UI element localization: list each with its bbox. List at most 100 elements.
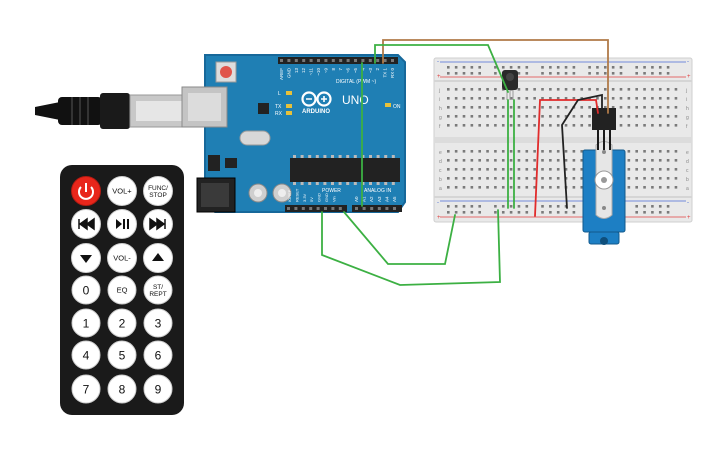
power-header[interactable] — [285, 205, 347, 212]
remote-button-9[interactable]: 9 — [143, 374, 173, 404]
remote-button-2[interactable]: 2 — [107, 308, 137, 338]
remote-button-down[interactable] — [71, 243, 101, 273]
arrow-up-icon — [152, 253, 164, 261]
analog-pin-label: A0 — [354, 196, 359, 202]
remote-button-4[interactable]: 4 — [71, 340, 101, 370]
led-rx — [286, 111, 292, 115]
power-pin-label: 3.3V — [302, 193, 307, 202]
row-letter: h — [686, 106, 689, 112]
rail-sign: - — [437, 200, 439, 206]
wire-green-ir-signal — [374, 44, 509, 93]
power-pin-label: GND — [317, 193, 322, 202]
remote-button-label: 6 — [155, 348, 162, 362]
wire-green-ir-pins — [507, 99, 515, 209]
row-letter: d — [439, 159, 442, 165]
servo-connector — [592, 108, 616, 130]
rail-sign: + — [687, 74, 691, 80]
power-header-label: POWER — [322, 188, 341, 194]
wires — [321, 39, 609, 286]
atmega-chip — [290, 158, 400, 182]
analog-pin-label: A1 — [362, 196, 367, 202]
rail-sign: - — [687, 200, 689, 206]
remote-button-label: 8 — [119, 382, 126, 396]
digital-pin-label: 2 — [375, 68, 380, 71]
remote-button-3[interactable]: 3 — [143, 308, 173, 338]
led-tx — [286, 104, 292, 108]
led-l-label: L — [278, 91, 281, 97]
remote-button-label: VOL- — [113, 254, 131, 263]
rail-sign: + — [437, 215, 441, 221]
analog-header[interactable] — [352, 205, 402, 212]
usb-cable[interactable] — [35, 93, 189, 129]
digital-header[interactable] — [278, 57, 398, 64]
remote-button-label: 1 — [83, 316, 90, 330]
remote-button-label: ST/ — [153, 284, 163, 291]
analog-pin-label: A5 — [392, 196, 397, 202]
led-on — [385, 103, 391, 107]
row-letter: f — [686, 124, 688, 130]
servo-motor[interactable] — [582, 108, 626, 245]
remote-button-st-rept[interactable]: ST/REPT — [143, 275, 173, 305]
analog-pin-label: A3 — [377, 196, 382, 202]
remote-button-prev[interactable] — [71, 209, 101, 239]
power-icon — [78, 183, 94, 200]
row-letter: b — [439, 177, 442, 183]
analog-pin-label: A2 — [369, 196, 374, 202]
remote-button-up[interactable] — [143, 243, 173, 273]
led-l — [286, 91, 292, 95]
power-pin-label: GND — [324, 193, 329, 202]
skip-back-icon — [78, 217, 95, 231]
remote-button-1[interactable]: 1 — [71, 308, 101, 338]
remote-button-label: 3 — [155, 316, 162, 330]
remote-button-label: REPT — [149, 291, 166, 298]
rail-sign: - — [687, 59, 689, 65]
remote-button-0[interactable]: 0 — [71, 275, 101, 305]
remote-button-vol-[interactable]: VOL- — [107, 243, 137, 273]
remote-button-label: 4 — [83, 348, 90, 362]
remote-button-label: 7 — [83, 382, 90, 396]
remote-button-8[interactable]: 8 — [107, 374, 137, 404]
remote-button-6[interactable]: 6 — [143, 340, 173, 370]
row-letter: c — [439, 168, 442, 174]
digital-pin-label: ~3 — [368, 68, 373, 74]
row-letter: b — [686, 177, 689, 183]
digital-pin-label: ~11 — [309, 68, 314, 76]
remote-button-next[interactable] — [143, 209, 173, 239]
digital-pin-label: 12 — [301, 68, 306, 74]
remote-button-eq[interactable]: EQ — [107, 275, 137, 305]
remote-button-label: 5 — [119, 348, 126, 362]
remote-button-vol-[interactable]: VOL+ — [107, 176, 137, 206]
remote-button-play[interactable] — [107, 209, 137, 239]
remote-button-label: 2 — [119, 316, 126, 330]
analog-header-label: ANALOG IN — [364, 188, 392, 194]
remote-button-power[interactable] — [71, 176, 101, 206]
digital-pin-label: GND — [286, 67, 291, 78]
row-letter: c — [686, 168, 689, 174]
row-letter: j — [685, 88, 687, 94]
rail-sign: + — [687, 215, 691, 221]
row-letter: f — [439, 124, 441, 130]
model-label: UNO — [342, 93, 369, 107]
remote-button-label: FUNC/ — [148, 185, 168, 192]
digital-pin-label: ~10 — [316, 68, 321, 76]
reset-button[interactable] — [220, 66, 232, 78]
remote-button-7[interactable]: 7 — [71, 374, 101, 404]
digital-pin-label: ~5 — [353, 68, 358, 74]
wire-green-gnd-b — [321, 209, 501, 286]
play-pause-icon — [116, 219, 129, 229]
wire-green-gnd-a — [343, 211, 456, 265]
led-on-label: ON — [393, 104, 401, 110]
row-letter: e — [439, 150, 442, 156]
remote-button-label: STOP — [149, 192, 167, 199]
remote-button-5[interactable]: 5 — [107, 340, 137, 370]
digital-pin-label: 8 — [331, 68, 336, 71]
remote-button-label: 0 — [83, 283, 90, 297]
digital-header-label: DIGITAL (PWM ~) — [336, 79, 376, 85]
remote-button-func-stop[interactable]: FUNC/STOP — [143, 176, 173, 206]
row-letter: i — [439, 97, 440, 103]
row-letter: i — [686, 97, 687, 103]
remote-button-label: VOL+ — [112, 187, 132, 196]
